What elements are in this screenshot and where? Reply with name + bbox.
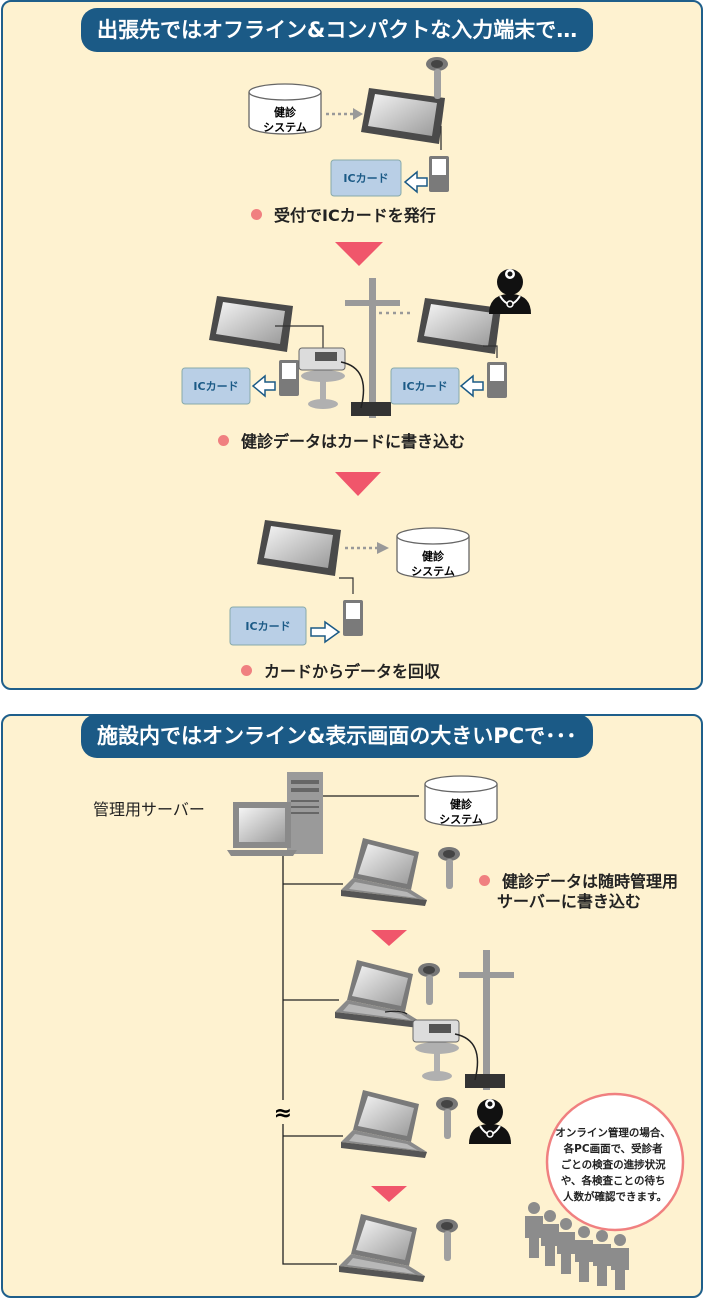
network-break-symbol: ≈ (274, 1101, 292, 1126)
online-title: 施設内ではオンライン&表示画面の大きいPCで･･･ (81, 714, 593, 758)
left-arrow-icon (403, 170, 428, 194)
down-arrow-4 (371, 1186, 407, 1202)
step3-label: カードからデータを回収 (241, 658, 440, 682)
server-icon (227, 772, 323, 856)
db-bottom-label-line1: 健診 (422, 549, 445, 563)
server-label: 管理用サーバー (93, 800, 205, 819)
barcode-scanner-bottom-icon (436, 1219, 458, 1261)
barcode-scanner-icon (438, 847, 460, 889)
barcode-scanner-scale-icon (418, 963, 440, 1005)
ic-card-label: ICカード (343, 172, 388, 185)
doctor-icon (468, 1098, 512, 1145)
bullet-dot (218, 435, 229, 446)
health-system-database-icon: 健診 システム (424, 775, 498, 827)
bullet-dot (479, 875, 490, 886)
step2-label: 健診データはカードに書き込む (218, 428, 465, 452)
offline-title: 出張先ではオフライン&コンパクトな入力端末で… (81, 8, 594, 52)
bullet-dot (241, 665, 252, 676)
online-diagram: ≈ 健診 システム オンライン管理の場合、 各PC画面で、受診者 ごとの検査の進… (227, 772, 685, 1290)
laptop-bottom-icon (339, 1214, 425, 1282)
offline-panel: 健診 システム ICカード ICカード ICカード (1, 0, 703, 690)
laptop-doctor-icon (341, 1090, 427, 1158)
offline-diagram: 健診 システム ICカード ICカード ICカード (181, 57, 532, 646)
down-arrow-2 (335, 472, 381, 496)
tablet-icon (361, 88, 445, 144)
step1-text: 受付でICカードを発行 (274, 206, 436, 225)
bullet-dot (251, 209, 262, 220)
step1-label: 受付でICカードを発行 (251, 202, 436, 226)
ic-card-right-label: ICカード (402, 380, 447, 393)
online-panel: ≈ 健診 システム オンライン管理の場合、 各PC画面で、受診者 ごとの検査の進… (1, 714, 703, 1298)
health-system-database-icon: 健診 システム (248, 83, 322, 135)
ic-card-bottom-label: ICカード (245, 620, 290, 633)
note-line1: 健診データは随時管理用 (502, 872, 679, 891)
network-trunk (282, 856, 337, 1265)
down-arrow-1 (335, 242, 383, 266)
db-label-line2: システム (263, 121, 307, 134)
callout-text: オンライン管理の場合、 各PC画面で、受診者 ごとの検査の進捗状況 や、各検査こ… (555, 1126, 674, 1203)
ic-card-left-label: ICカード (193, 380, 238, 393)
laptop-icon (341, 838, 427, 906)
db-label-line1: 健診 (274, 105, 297, 119)
ic-card-bottom-icon (229, 606, 307, 646)
sync-arrowhead (353, 108, 363, 120)
tablet-left-icon (209, 296, 293, 352)
online-note: 健診データは随時管理用 サーバーに書き込む (479, 872, 678, 912)
doctor-icon (488, 268, 532, 315)
down-arrow-3 (371, 930, 407, 946)
card-reader-icon (429, 156, 449, 192)
db-bottom-label-line2: システム (411, 565, 455, 578)
card-reader-left-icon (279, 360, 299, 396)
ic-card-left-icon (181, 367, 251, 405)
callout-bubble (545, 1092, 685, 1232)
barcode-scanner-icon (426, 57, 448, 99)
step3-text: カードからデータを回収 (264, 662, 441, 681)
health-system-database-bottom-icon: 健診 システム (396, 527, 470, 579)
card-reader-bottom-icon (343, 600, 363, 636)
note-line2: サーバーに書き込む (497, 892, 641, 911)
right-arrow-icon (310, 620, 341, 644)
db-label-line2: システム (439, 813, 483, 826)
ic-card-right-icon (390, 367, 460, 405)
db-label-line1: 健診 (450, 797, 473, 811)
ic-card-icon (330, 159, 402, 197)
height-scale-icon (298, 277, 401, 419)
step2-text: 健診データはカードに書き込む (241, 432, 466, 451)
barcode-scanner-doctor-icon (436, 1097, 458, 1139)
tablet-bottom-icon (257, 520, 341, 576)
laptop-scale-icon (335, 960, 421, 1028)
card-reader-right-icon (487, 362, 507, 398)
